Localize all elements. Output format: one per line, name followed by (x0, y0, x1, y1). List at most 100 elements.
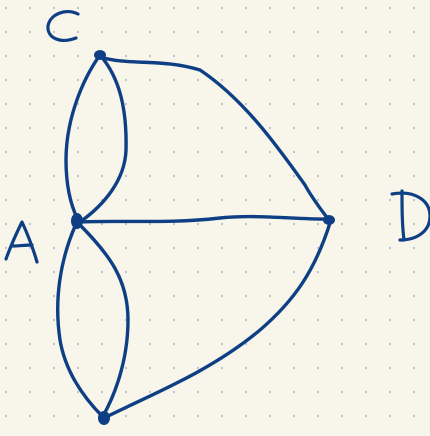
grid-dot (52, 150, 56, 154)
grid-dot (340, 150, 344, 154)
node-a (71, 213, 83, 229)
grid-dot (28, 102, 32, 106)
grid-dot (100, 30, 104, 34)
grid-dot (28, 342, 32, 346)
grid-dot (364, 78, 368, 82)
grid-dot (196, 78, 200, 82)
grid-dot (268, 222, 272, 226)
grid-dot (4, 270, 8, 274)
grid-dot (76, 294, 80, 298)
grid-dot (220, 150, 224, 154)
grid-dot (292, 126, 296, 130)
grid-dot (172, 270, 176, 274)
grid-dot (292, 390, 296, 394)
grid-dot (124, 270, 128, 274)
grid-dot (196, 222, 200, 226)
grid-dot (52, 102, 56, 106)
grid-dot (292, 78, 296, 82)
grid-dot (268, 270, 272, 274)
grid-dot (4, 54, 8, 58)
grid-dot (316, 198, 320, 202)
grid-dot (196, 342, 200, 346)
grid-dot (388, 294, 392, 298)
grid-dot (52, 78, 56, 82)
grid-dot (388, 414, 392, 418)
grid-dot (244, 246, 248, 250)
grid-dot (220, 174, 224, 178)
grid-dot (292, 30, 296, 34)
grid-dot (268, 126, 272, 130)
grid-dot (364, 270, 368, 274)
grid-dot (412, 102, 416, 106)
grid-dot (412, 318, 416, 322)
grid-dot (100, 342, 104, 346)
grid-dot (412, 342, 416, 346)
grid-dot (100, 294, 104, 298)
node-labels (4, 10, 430, 264)
grid-dot (28, 390, 32, 394)
grid-dot (220, 78, 224, 82)
grid-dot (244, 150, 248, 154)
grid-dot (244, 294, 248, 298)
grid-dot (52, 318, 56, 322)
grid-dot (172, 102, 176, 106)
grid-dot (268, 6, 272, 10)
edge-c-d (98, 55, 330, 221)
grid-dot (364, 30, 368, 34)
grid-dot (148, 54, 152, 58)
grid-dot (172, 342, 176, 346)
grid-dot (268, 198, 272, 202)
grid-dot (412, 222, 416, 226)
grid-dot (316, 342, 320, 346)
grid-dot (196, 366, 200, 370)
label-c (46, 10, 80, 42)
grid-dot (220, 366, 224, 370)
grid-dot (388, 390, 392, 394)
grid-dot (340, 78, 344, 82)
grid-dot (76, 174, 80, 178)
grid-dot (388, 342, 392, 346)
grid-dot (4, 102, 8, 106)
grid-dot (4, 6, 8, 10)
grid-dot (100, 126, 104, 130)
grid-dot (316, 30, 320, 34)
grid-dot (172, 294, 176, 298)
grid-dot (196, 414, 200, 418)
grid-dot (388, 198, 392, 202)
grid-dot (268, 390, 272, 394)
grid-dot (364, 222, 368, 226)
grid-dot (268, 174, 272, 178)
grid-dot (220, 414, 224, 418)
grid-dot (292, 54, 296, 58)
grid-dot (412, 78, 416, 82)
grid-dot (4, 342, 8, 346)
grid-dot (52, 342, 56, 346)
grid-dot (148, 126, 152, 130)
grid-dot (196, 150, 200, 154)
grid-dot (412, 366, 416, 370)
grid-dot (4, 30, 8, 34)
grid-dot (148, 102, 152, 106)
grid-dot (340, 318, 344, 322)
grid-dot (316, 174, 320, 178)
grid-dot (124, 54, 128, 58)
grid-dot (388, 174, 392, 178)
grid-dot (364, 342, 368, 346)
grid-dot (316, 246, 320, 250)
grid-dot (340, 270, 344, 274)
grid-dot (52, 174, 56, 178)
grid-dot (196, 54, 200, 58)
grid-dot (28, 174, 32, 178)
grid-dot (220, 198, 224, 202)
grid-dot (220, 318, 224, 322)
grid-dot (340, 30, 344, 34)
grid-dot (148, 246, 152, 250)
grid-dot (100, 318, 104, 322)
grid-dot (412, 174, 416, 178)
grid-dot (292, 318, 296, 322)
grid-dot (244, 54, 248, 58)
grid-dot (196, 270, 200, 274)
grid-dot (244, 318, 248, 322)
grid-dot (172, 150, 176, 154)
